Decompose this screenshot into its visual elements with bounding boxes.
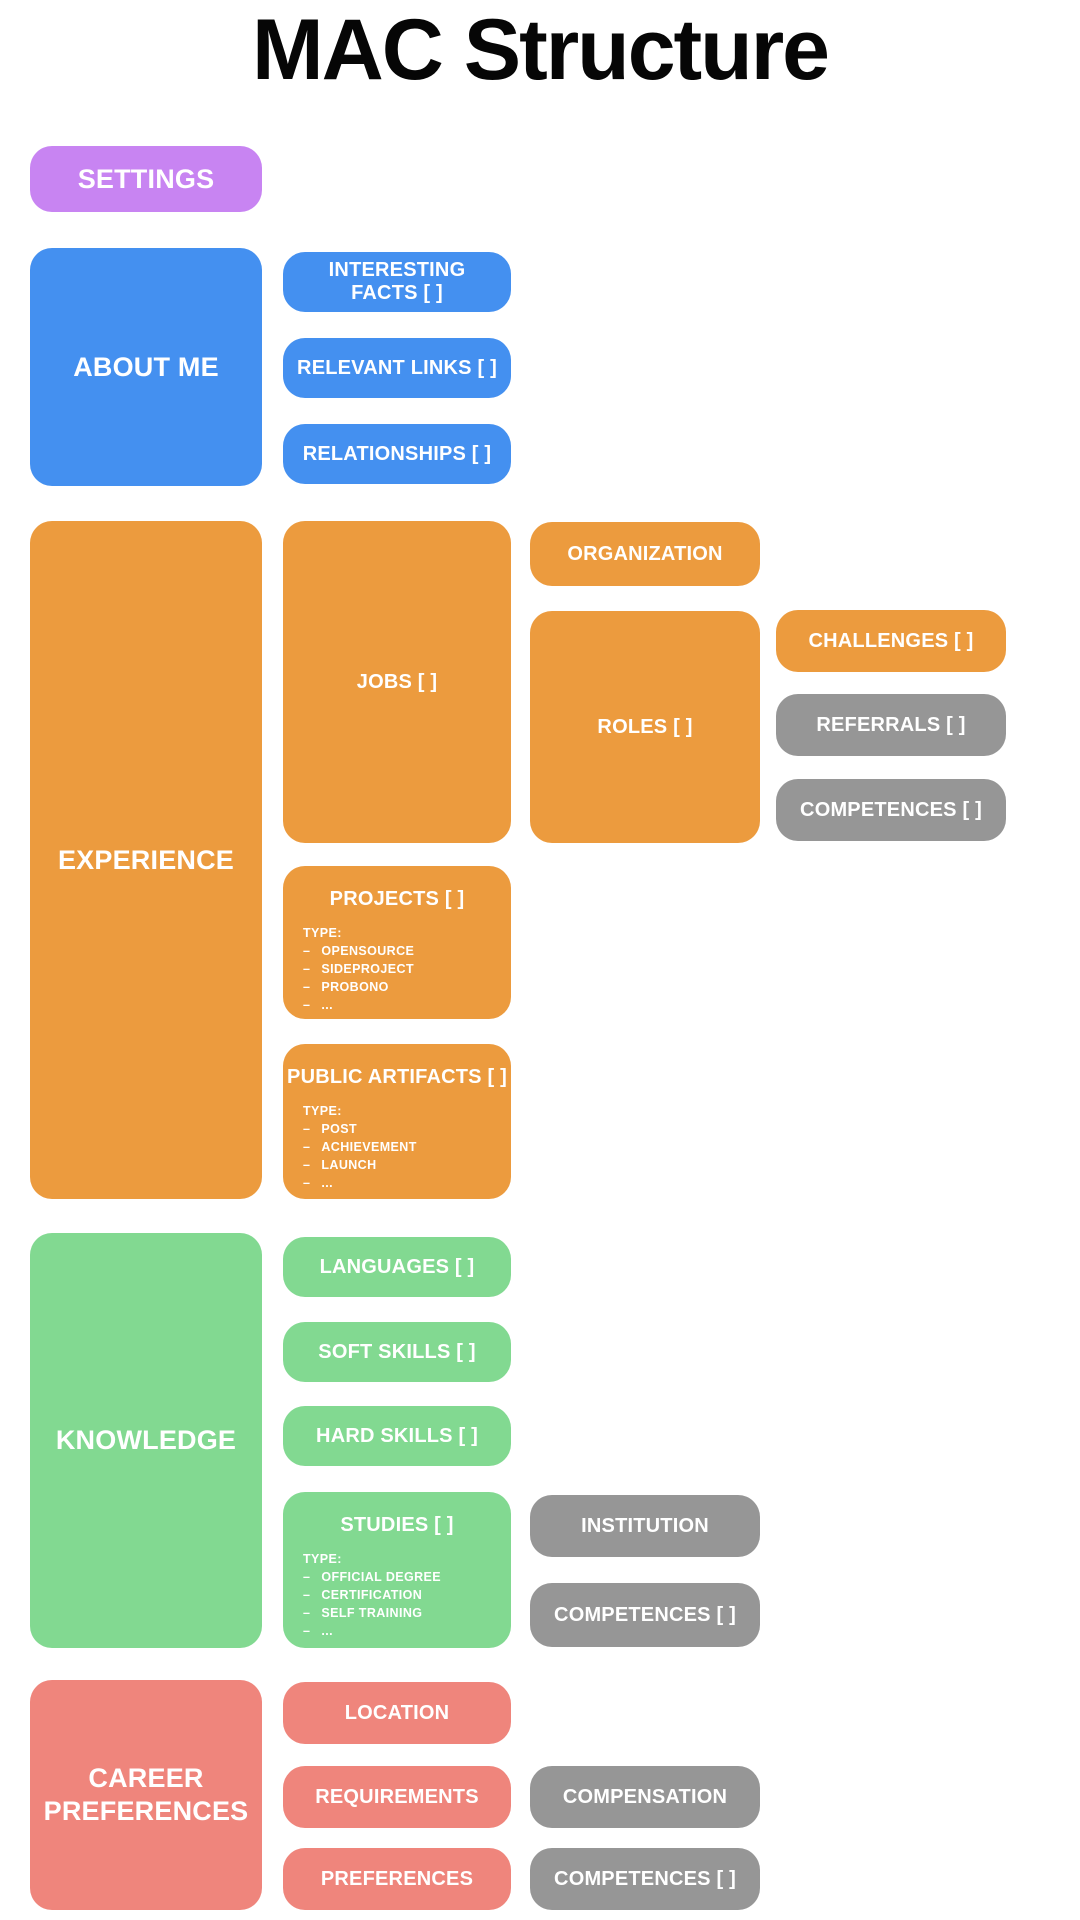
projects-label: PROJECTS [ ] bbox=[329, 888, 465, 910]
knowledge-label: KNOWLEDGE bbox=[55, 1425, 237, 1456]
type-list-title: TYPE: bbox=[303, 926, 342, 940]
dash-bullet: – bbox=[303, 980, 311, 994]
organization-label: ORGANIZATION bbox=[567, 542, 723, 565]
preferences-label: PREFERENCES bbox=[320, 1867, 474, 1890]
page-title: MAC Structure bbox=[251, 2, 830, 98]
jobs-label: JOBS [ ] bbox=[356, 670, 438, 693]
projects-type-list: TYPE: – OPENSOURCE – SIDEPROJECT – PROBO… bbox=[303, 926, 501, 1013]
relevant-links-label: RELEVANT LINKS [ ] bbox=[297, 356, 497, 379]
type-list-item: – SELF TRAINING bbox=[303, 1606, 501, 1621]
type-item-label: SIDEPROJECT bbox=[321, 962, 414, 976]
challenges-block: CHALLENGES [ ] bbox=[776, 610, 1006, 672]
soft-skills-label: SOFT SKILLS [ ] bbox=[318, 1340, 476, 1363]
career-preferences-label: CAREER PREFERENCES bbox=[43, 1763, 249, 1826]
dash-bullet: – bbox=[303, 1624, 311, 1638]
type-item-label: OFFICIAL DEGREE bbox=[321, 1570, 442, 1584]
type-list-title: TYPE: bbox=[303, 1552, 342, 1566]
studies-type-list: TYPE: – OFFICIAL DEGREE – CERTIFICATION … bbox=[303, 1552, 501, 1639]
type-list-item: – ... bbox=[303, 998, 501, 1013]
preferences-block: PREFERENCES bbox=[283, 1848, 511, 1910]
roles-competences-block: COMPETENCES [ ] bbox=[776, 779, 1006, 841]
type-item-label: CERTIFICATION bbox=[321, 1588, 423, 1602]
hard-skills-block: HARD SKILLS [ ] bbox=[283, 1406, 511, 1466]
organization-block: ORGANIZATION bbox=[530, 522, 760, 586]
dash-bullet: – bbox=[303, 1176, 311, 1190]
about-me-block: ABOUT ME bbox=[30, 248, 262, 486]
type-item-label: SELF TRAINING bbox=[321, 1606, 423, 1620]
dash-bullet: – bbox=[303, 944, 311, 958]
institution-label: INSTITUTION bbox=[581, 1514, 709, 1537]
type-list-item: – ACHIEVEMENT bbox=[303, 1140, 501, 1155]
jobs-block: JOBS [ ] bbox=[283, 521, 511, 843]
dash-bullet: – bbox=[303, 962, 311, 976]
projects-block: PROJECTS [ ] TYPE: – OPENSOURCE – SIDEPR… bbox=[283, 866, 511, 1019]
location-label: LOCATION bbox=[344, 1701, 450, 1724]
languages-label: LANGUAGES [ ] bbox=[319, 1255, 475, 1278]
compensation-label: COMPENSATION bbox=[562, 1785, 728, 1808]
knowledge-block: KNOWLEDGE bbox=[30, 1233, 262, 1648]
type-list-item: – PROBONO bbox=[303, 980, 501, 995]
type-list-item: – CERTIFICATION bbox=[303, 1588, 501, 1603]
type-list-item: – ... bbox=[303, 1176, 501, 1191]
experience-block: EXPERIENCE bbox=[30, 521, 262, 1199]
type-item-label: POST bbox=[321, 1122, 357, 1136]
about-me-label: ABOUT ME bbox=[73, 351, 219, 382]
dash-bullet: – bbox=[303, 1588, 311, 1602]
roles-label: ROLES [ ] bbox=[597, 715, 693, 738]
dash-bullet: – bbox=[303, 1158, 311, 1172]
public-artifacts-label: PUBLIC ARTIFACTS [ ] bbox=[287, 1066, 507, 1088]
type-item-label: PROBONO bbox=[321, 980, 389, 994]
dash-bullet: – bbox=[303, 1140, 311, 1154]
referrals-block: REFERRALS [ ] bbox=[776, 694, 1006, 756]
type-list-item: – POST bbox=[303, 1122, 501, 1137]
type-item-label: LAUNCH bbox=[321, 1158, 377, 1172]
type-list-title: TYPE: bbox=[303, 1104, 342, 1118]
interesting-facts-label: INTERESTING FACTS [ ] bbox=[328, 259, 466, 304]
referrals-label: REFERRALS [ ] bbox=[816, 713, 966, 736]
public-artifacts-type-list: TYPE: – POST – ACHIEVEMENT – LAUNCH – ..… bbox=[303, 1104, 501, 1191]
studies-block: STUDIES [ ] TYPE: – OFFICIAL DEGREE – CE… bbox=[283, 1492, 511, 1648]
dash-bullet: – bbox=[303, 1570, 311, 1584]
languages-block: LANGUAGES [ ] bbox=[283, 1237, 511, 1297]
career-competences-label: COMPETENCES [ ] bbox=[554, 1867, 736, 1890]
dash-bullet: – bbox=[303, 1122, 311, 1136]
hard-skills-label: HARD SKILLS [ ] bbox=[316, 1424, 478, 1447]
studies-label: STUDIES [ ] bbox=[340, 1514, 454, 1536]
type-list-item: – ... bbox=[303, 1624, 501, 1639]
studies-competences-block: COMPETENCES [ ] bbox=[530, 1583, 760, 1647]
dash-bullet: – bbox=[303, 998, 311, 1012]
interesting-facts-block: INTERESTING FACTS [ ] bbox=[283, 252, 511, 312]
compensation-block: COMPENSATION bbox=[530, 1766, 760, 1828]
public-artifacts-block: PUBLIC ARTIFACTS [ ] TYPE: – POST – ACHI… bbox=[283, 1044, 511, 1199]
career-preferences-block: CAREER PREFERENCES bbox=[30, 1680, 262, 1910]
roles-competences-label: COMPETENCES [ ] bbox=[800, 798, 982, 821]
settings-block: SETTINGS bbox=[30, 146, 262, 212]
settings-label: SETTINGS bbox=[77, 163, 215, 194]
challenges-label: CHALLENGES [ ] bbox=[808, 629, 974, 652]
type-list-item: – OFFICIAL DEGREE bbox=[303, 1570, 501, 1585]
relationships-label: RELATIONSHIPS [ ] bbox=[302, 442, 492, 465]
soft-skills-block: SOFT SKILLS [ ] bbox=[283, 1322, 511, 1382]
type-item-label: OPENSOURCE bbox=[321, 944, 415, 958]
relevant-links-block: RELEVANT LINKS [ ] bbox=[283, 338, 511, 398]
roles-block: ROLES [ ] bbox=[530, 611, 760, 843]
type-list-item: – SIDEPROJECT bbox=[303, 962, 501, 977]
studies-competences-label: COMPETENCES [ ] bbox=[554, 1603, 736, 1626]
type-item-label: ACHIEVEMENT bbox=[321, 1140, 417, 1154]
type-list-item: – LAUNCH bbox=[303, 1158, 501, 1173]
institution-block: INSTITUTION bbox=[530, 1495, 760, 1557]
relationships-block: RELATIONSHIPS [ ] bbox=[283, 424, 511, 484]
type-item-label: ... bbox=[321, 1176, 333, 1190]
experience-label: EXPERIENCE bbox=[57, 844, 235, 875]
type-item-label: ... bbox=[321, 1624, 333, 1638]
requirements-label: REQUIREMENTS bbox=[315, 1785, 479, 1808]
requirements-block: REQUIREMENTS bbox=[283, 1766, 511, 1828]
dash-bullet: – bbox=[303, 1606, 311, 1620]
career-competences-block: COMPETENCES [ ] bbox=[530, 1848, 760, 1910]
location-block: LOCATION bbox=[283, 1682, 511, 1744]
type-item-label: ... bbox=[321, 998, 333, 1012]
type-list-item: – OPENSOURCE bbox=[303, 944, 501, 959]
